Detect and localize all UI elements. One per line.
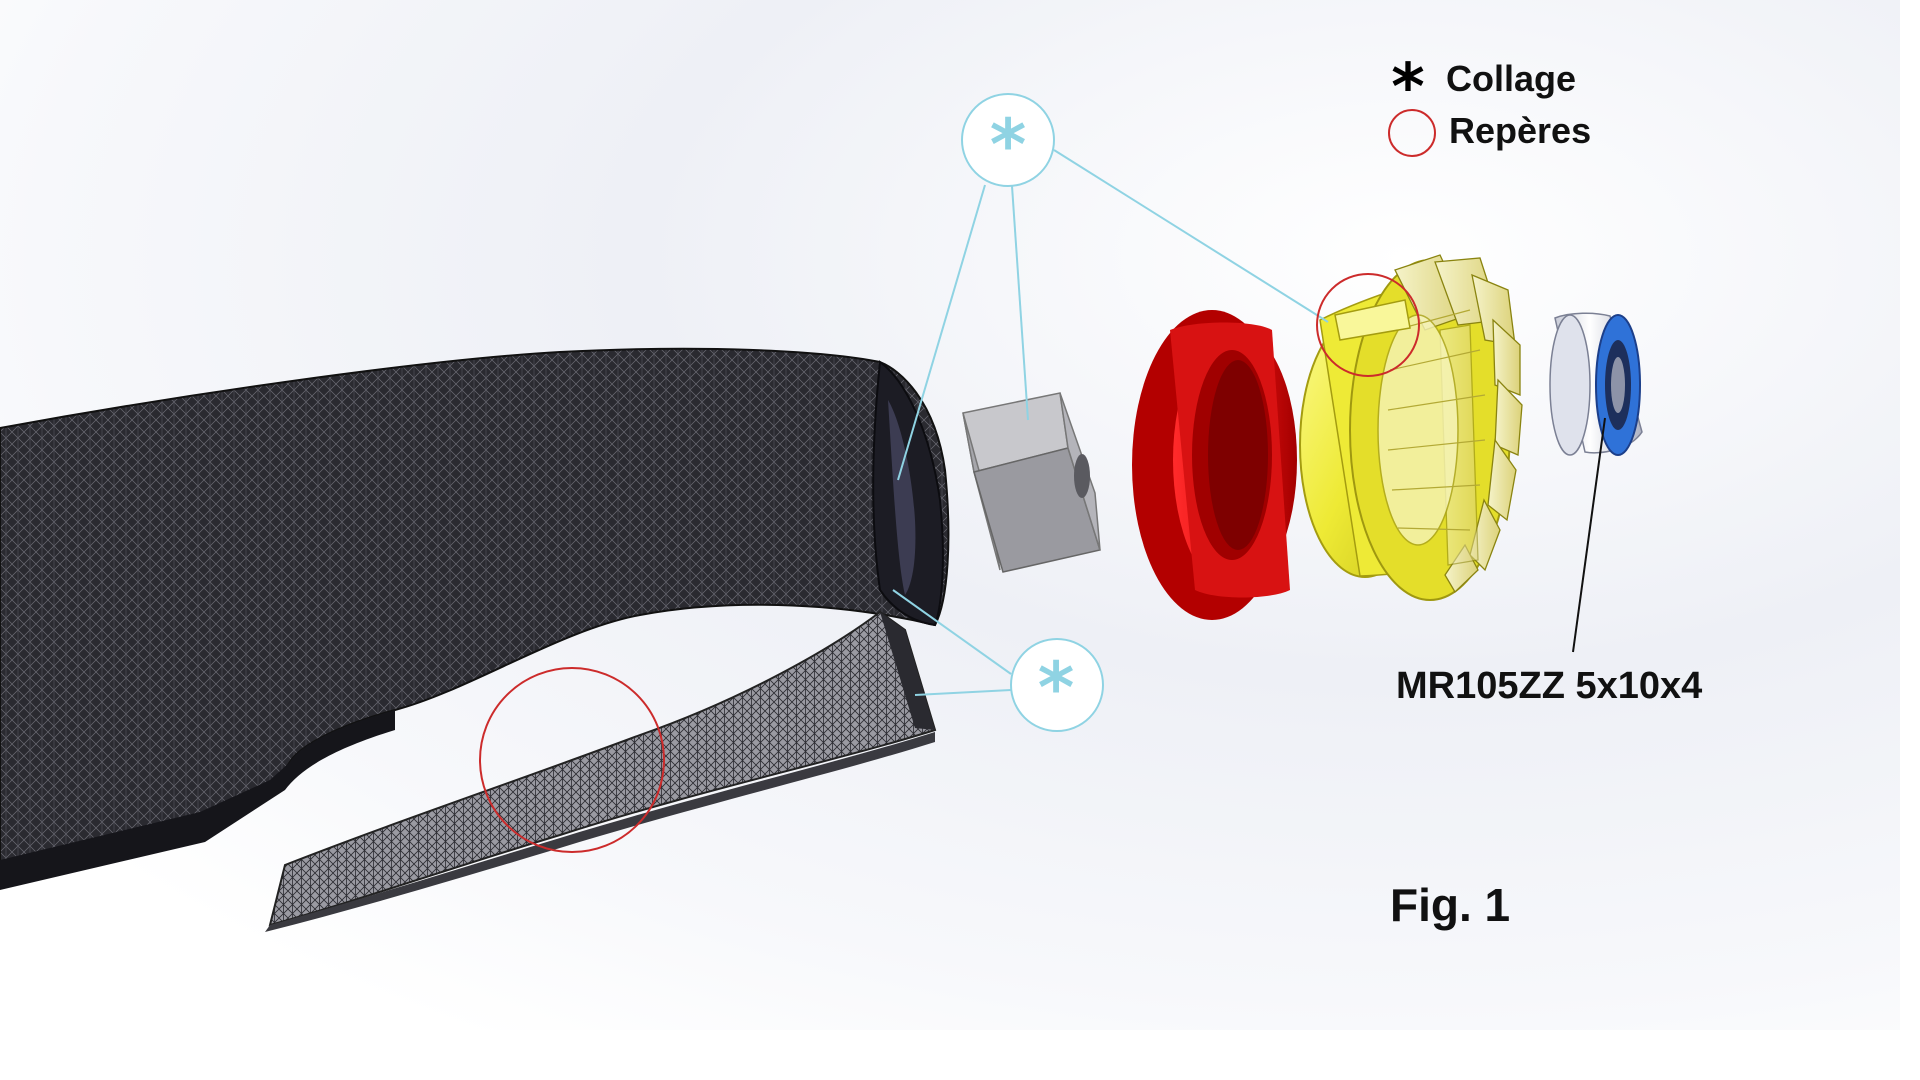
grey-block	[962, 392, 1101, 573]
callout-circle-top	[961, 93, 1055, 187]
figure-caption: Fig. 1	[1390, 879, 1511, 931]
alignment-markers	[479, 109, 1436, 853]
bearing-leader-line	[1572, 417, 1606, 653]
legend-reperes-label: Repères	[1449, 110, 1592, 151]
legend-collage-label: Collage	[1446, 58, 1577, 99]
leader-top-to-gear	[1053, 149, 1329, 323]
leader-bottom-to-arm	[892, 589, 1012, 675]
bevel-gear	[1299, 254, 1523, 601]
arm-body	[0, 347, 950, 890]
leader-bottom-to-flap	[914, 689, 1012, 696]
leader-top-to-arm	[897, 184, 986, 481]
glue-asterisk-icon-bottom: *	[1037, 647, 1075, 729]
legend-marker-circle	[1388, 109, 1436, 157]
bearing-part-label: MR105ZZ 5x10x4	[1396, 665, 1703, 707]
marker-circle-flap	[479, 667, 665, 853]
leader-top-to-block	[1011, 185, 1029, 421]
legend-collage-asterisk-icon: *	[1391, 51, 1425, 125]
gear-tooth-flanks	[1387, 309, 1486, 531]
ball-bearing	[1549, 312, 1643, 456]
marker-circle-gear	[1316, 273, 1420, 377]
red-spacer	[1132, 310, 1297, 620]
lower-flap	[265, 610, 937, 932]
callout-circle-bottom	[1010, 638, 1104, 732]
glue-callouts	[892, 93, 1329, 732]
glue-asterisk-icon-top: *	[989, 104, 1027, 186]
